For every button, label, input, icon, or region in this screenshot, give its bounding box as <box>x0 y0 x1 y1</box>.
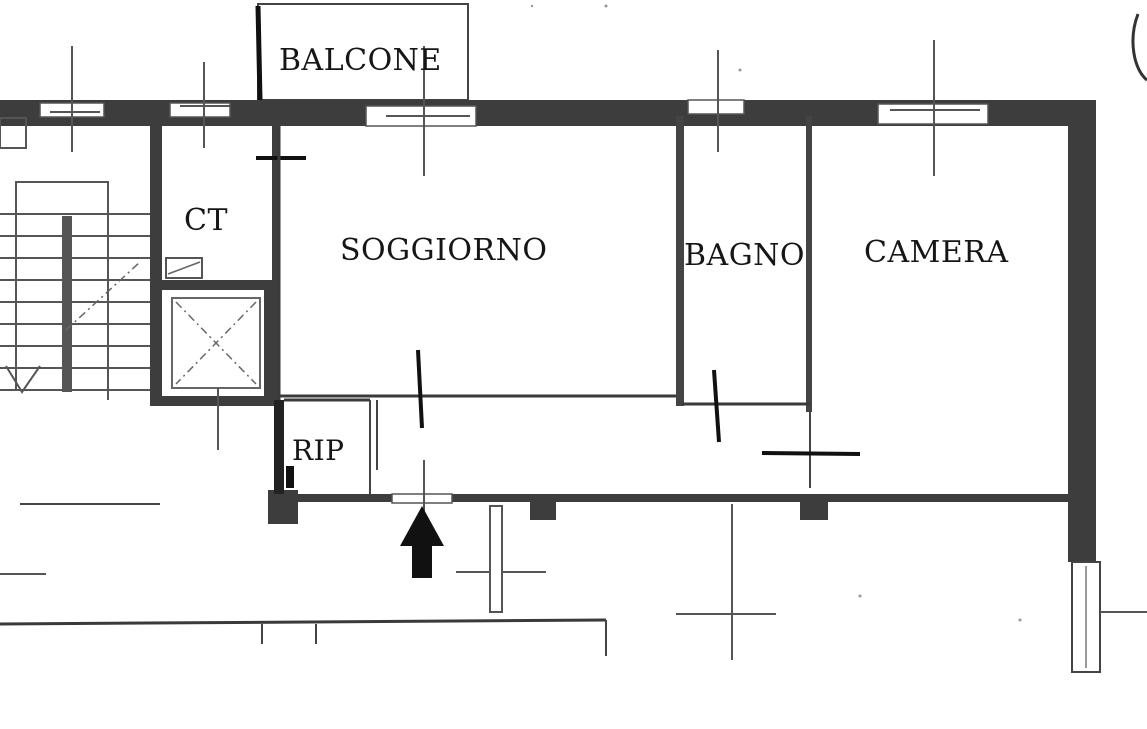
room-label-balcone: BALCONE <box>279 43 442 78</box>
room-label-camera: CAMERA <box>864 235 1009 270</box>
room-label-rip: RIP <box>292 434 344 467</box>
exterior-wall-right <box>1068 100 1101 673</box>
room-label-soggiorno: SOGGIORNO <box>340 233 547 268</box>
room-label-ct: CT <box>184 203 228 238</box>
exterior-wall-top <box>0 99 1095 127</box>
arrow-up-icon <box>400 506 444 578</box>
scan-artifacts <box>530 4 1147 622</box>
staircase <box>0 181 150 400</box>
corridor-lines <box>0 503 607 656</box>
axis-lines <box>0 40 1147 660</box>
room-label-bagno: BAGNO <box>684 238 805 273</box>
interior-walls <box>274 116 861 494</box>
service-core <box>0 112 306 406</box>
bottom-wall <box>268 490 1068 524</box>
